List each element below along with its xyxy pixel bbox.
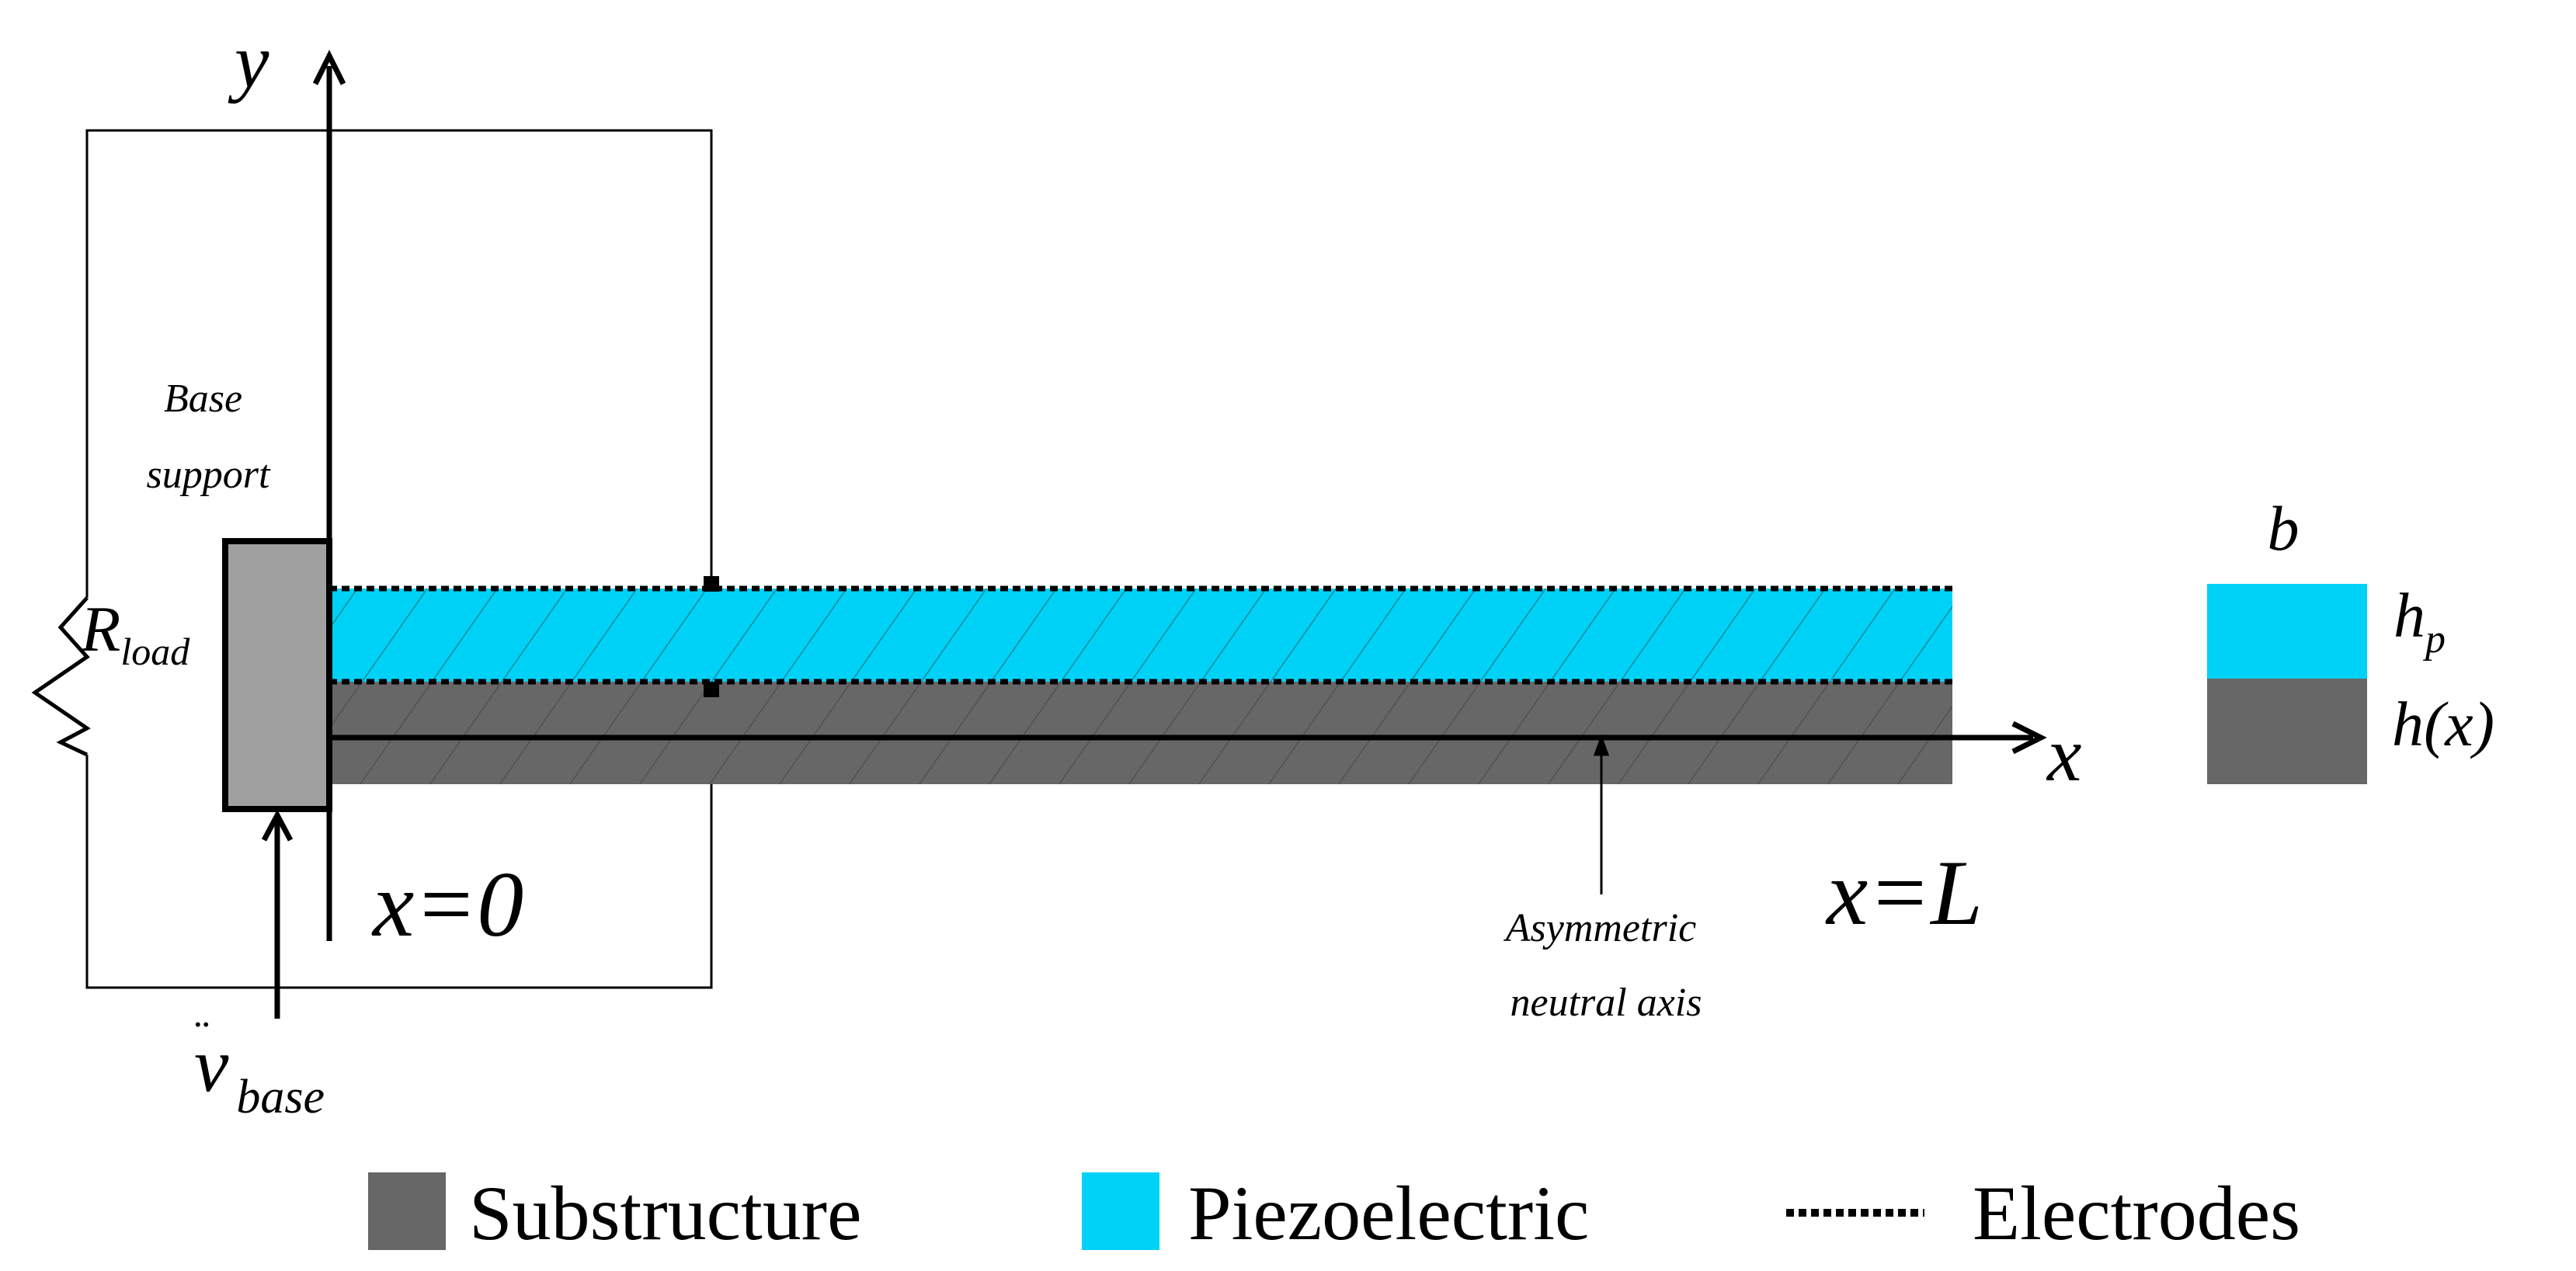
circuit-wire [31, 129, 713, 989]
v-base-sub: base [236, 1071, 325, 1123]
x-start-label: x=0 [371, 853, 523, 956]
cross-section-h-label: h(x) [2392, 689, 2494, 759]
bottom-terminal [704, 682, 719, 697]
hp-sub: p [2422, 617, 2446, 662]
y-axis-label: y [228, 18, 269, 104]
neutral-axis-line1: Asymmetric [1504, 906, 1696, 950]
legend-substructure-swatch [368, 1172, 446, 1250]
v-base-main: v [194, 1022, 229, 1108]
cross-section-width-label: b [2268, 493, 2300, 564]
legend-piezoelectric-label: Piezoelectric [1188, 1170, 1589, 1256]
beam-hatching [329, 589, 1952, 784]
cross-section-hp-label: hp [2393, 580, 2446, 662]
top-terminal [704, 576, 719, 592]
base-support-line2: support [147, 453, 271, 497]
cross-section-substructure [2207, 679, 2367, 784]
axes [312, 50, 2047, 941]
r-load-sub: load [120, 630, 190, 673]
neutral-axis-pointer [1593, 734, 1610, 894]
legend-substructure-label: Substructure [469, 1170, 861, 1256]
base-support-label: Base support [147, 377, 271, 497]
base-support [222, 538, 332, 812]
neutral-axis-label: Asymmetric neutral axis [1504, 906, 1706, 1025]
cross-section: b hp h(x) [2207, 493, 2494, 784]
r-load-main: R [80, 593, 120, 665]
x-axis-arrowhead [2011, 721, 2047, 755]
legend: Substructure Piezoelectric Electrodes [368, 1170, 2300, 1256]
v-base-dots: ¨ [194, 1011, 210, 1062]
base-support-line1: Base [164, 377, 242, 421]
load-resistor [31, 596, 91, 757]
legend-electrodes-label: Electrodes [1973, 1170, 2300, 1256]
base-acceleration-arrow [261, 809, 294, 1019]
neutral-axis-line2: neutral axis [1510, 981, 1702, 1025]
legend-piezoelectric-swatch [1082, 1172, 1159, 1250]
cross-section-piezo [2207, 584, 2367, 679]
y-axis-arrowhead [312, 50, 346, 85]
beam [329, 576, 1952, 784]
x-axis-label: x [2046, 711, 2081, 797]
x-end-label: x=L [1825, 841, 1983, 944]
r-load-label: Rload [80, 593, 190, 673]
hp-main: h [2393, 580, 2425, 651]
